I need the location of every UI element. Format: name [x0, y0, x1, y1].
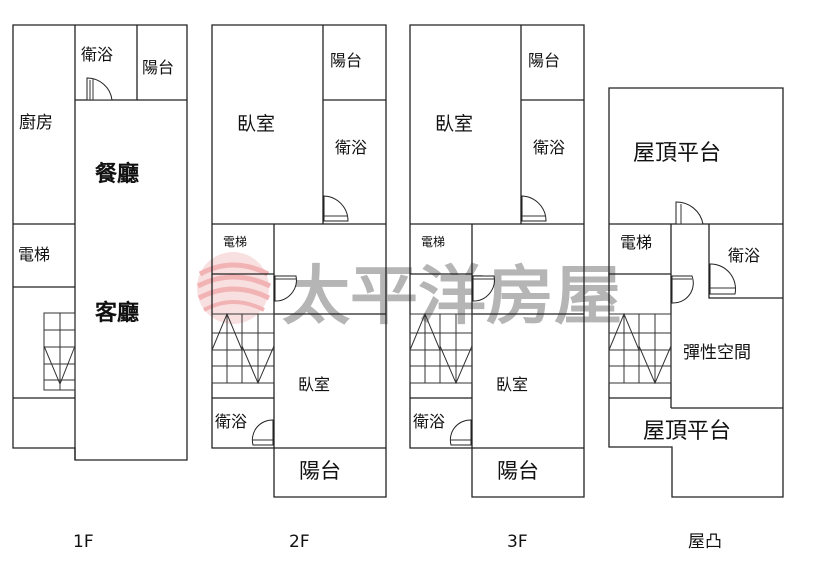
door-icon [472, 275, 495, 302]
door-icon [675, 201, 704, 225]
room-balcony: 陽台 [330, 51, 362, 70]
room-bedroom: 臥室 [237, 113, 275, 135]
floor-label: 2F [289, 532, 310, 552]
door-icon [274, 275, 297, 302]
door-icon [521, 195, 547, 222]
room-bath: 衛浴 [335, 138, 367, 157]
room-elevator: 電梯 [18, 245, 50, 264]
room-kitchen: 廚房 [19, 112, 53, 133]
floor-label: 3F [507, 532, 528, 552]
room-balcony: 陽台 [528, 51, 560, 70]
room-roof-terrace: 屋頂平台 [633, 141, 721, 166]
room-balcony: 陽台 [142, 58, 174, 77]
room-bath: 衛浴 [81, 45, 113, 64]
room-balcony: 陽台 [497, 459, 539, 483]
room-bedroom: 臥室 [298, 375, 330, 394]
door-icon [323, 195, 349, 222]
room-elevator: 電梯 [421, 235, 445, 249]
room-roof-terrace: 屋頂平台 [643, 419, 731, 444]
room-dining: 餐廳 [95, 161, 139, 187]
door-icon [251, 419, 274, 446]
room-bedroom: 臥室 [435, 113, 473, 135]
room-living: 客廳 [95, 300, 139, 326]
room-bath: 衛浴 [728, 246, 760, 265]
door-icon [86, 77, 113, 101]
room-bedroom: 臥室 [496, 375, 528, 394]
room-bath: 衛浴 [533, 138, 565, 157]
stairs-icon [43, 312, 76, 391]
floor-roof: 屋頂平台 電梯 衛浴 彈性空間 屋頂平台 屋凸 [608, 87, 784, 552]
room-balcony: 陽台 [299, 459, 341, 483]
room-bath: 衛浴 [413, 412, 445, 431]
floor-3f: 臥室 陽台 衛浴 電梯 臥室 衛浴 陽台 3F [409, 24, 585, 552]
room-flexible-space: 彈性空間 [683, 343, 751, 363]
stairs-icon [409, 312, 473, 385]
stairs-icon [608, 312, 672, 385]
door-icon [709, 263, 736, 295]
floor-1f: 衛浴 陽台 廚房 餐廳 電梯 客廳 1F [12, 24, 188, 552]
door-icon [449, 419, 472, 446]
watermark: 太平洋房屋 [196, 252, 622, 334]
room-bath: 衛浴 [215, 412, 247, 431]
watermark-text: 太平洋房屋 [282, 259, 622, 334]
floor-2f: 臥室 陽台 衛浴 電梯 臥室 衛浴 陽台 2F [211, 24, 387, 552]
room-elevator: 電梯 [620, 233, 652, 252]
brand-logo-icon [196, 252, 272, 324]
room-elevator: 電梯 [223, 235, 247, 249]
floor-label: 1F [73, 532, 94, 552]
floor-label: 屋凸 [688, 532, 722, 552]
door-icon [671, 275, 694, 304]
stairs-icon [211, 312, 275, 385]
